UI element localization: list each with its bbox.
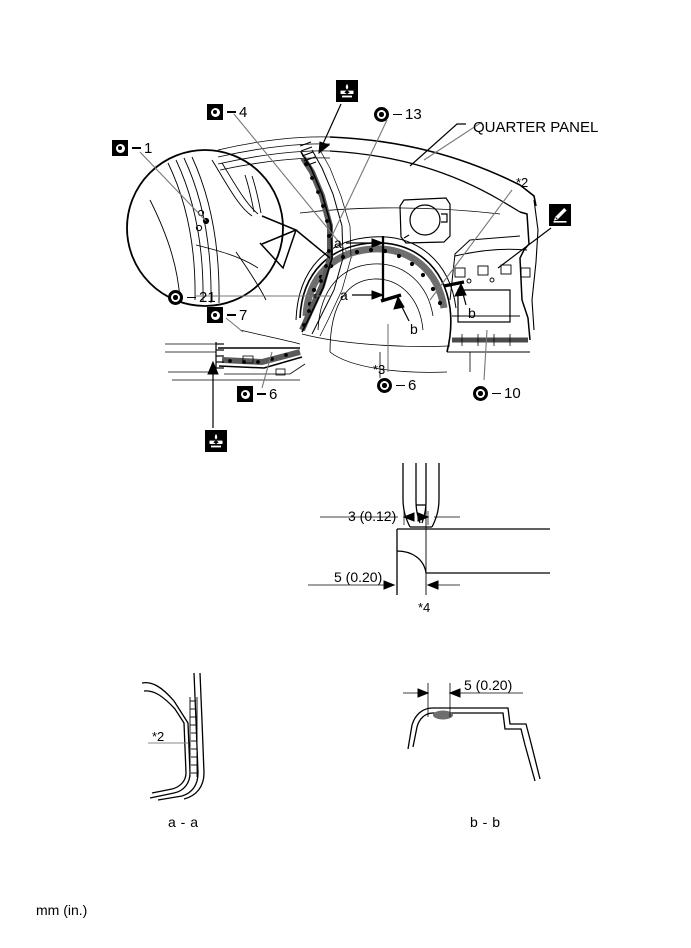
callout-number: 1 (144, 139, 153, 157)
dimension-3-line (320, 511, 460, 525)
callout-21[interactable]: 21 (168, 290, 216, 305)
square-weld-icon (207, 104, 223, 120)
leader-dash (492, 392, 501, 395)
dimension-label-5: 5 (0.20) (334, 569, 383, 585)
circle-weld-icon (374, 107, 389, 122)
callout-10[interactable]: 10 (473, 386, 521, 401)
footnote-marker-star3: *3 (373, 362, 386, 377)
leader-dash (227, 111, 236, 113)
dimension-b-line (403, 688, 523, 698)
callout-number: 21 (199, 289, 216, 306)
section-mark-a-bottom: a (340, 287, 349, 303)
detail-star-4-illustration (308, 463, 550, 595)
leader-dash (187, 296, 196, 299)
callout-6-rocker[interactable]: 6 (237, 386, 277, 402)
callout-number: 6 (269, 385, 278, 403)
callout-13[interactable]: 13 (374, 107, 422, 122)
callout-number: 13 (405, 106, 422, 123)
weld-gun-icon-bottom[interactable] (205, 430, 227, 452)
section-a-a-caption: a - a (168, 814, 199, 830)
dimension-label-b-5: 5 (0.20) (464, 677, 513, 693)
section-a-a-illustration (141, 672, 205, 801)
callout-6-star3[interactable]: 6 (377, 378, 416, 393)
callout-7[interactable]: 7 (207, 307, 247, 323)
section-mark-a-top: a (334, 235, 343, 251)
footnote-marker-star2: *2 (516, 175, 529, 190)
circle-weld-icon (473, 386, 488, 401)
main-body-illustration (126, 103, 552, 428)
section-b-b-caption: b - b (470, 814, 501, 830)
circle-weld-icon (168, 290, 183, 305)
callout-number: 4 (239, 103, 248, 121)
leader-dash (132, 147, 141, 149)
leader-dash (257, 393, 266, 395)
detail-star-4-label: *4 (418, 600, 431, 615)
section-a-a-footnote-star2: *2 (152, 729, 165, 744)
leader-dash (227, 314, 236, 316)
section-line-a (346, 236, 385, 300)
callout-number: 10 (504, 385, 521, 402)
section-line-b (380, 280, 467, 322)
callout-4[interactable]: 4 (207, 104, 247, 120)
section-mark-b-left: b (410, 321, 419, 337)
square-weld-icon (112, 140, 128, 156)
sealer-pen-icon[interactable] (549, 204, 571, 226)
weld-gun-icon-top[interactable] (336, 80, 358, 102)
section-b-b-illustration (403, 683, 541, 782)
part-label-quarter-panel: QUARTER PANEL (473, 119, 599, 136)
callout-1[interactable]: 1 (112, 140, 152, 156)
leader-dash (393, 113, 402, 116)
dimension-5-line (308, 580, 460, 590)
square-weld-icon (237, 386, 253, 402)
section-mark-b-right: b (468, 305, 477, 321)
dimension-label-3: 3 (0.12) (348, 508, 397, 524)
callout-number: 6 (408, 377, 417, 394)
callout-number: 7 (239, 306, 248, 324)
circle-weld-icon (377, 378, 392, 393)
units-note: mm (in.) (36, 902, 88, 918)
square-weld-icon (207, 307, 223, 323)
leader-dash (396, 384, 405, 387)
